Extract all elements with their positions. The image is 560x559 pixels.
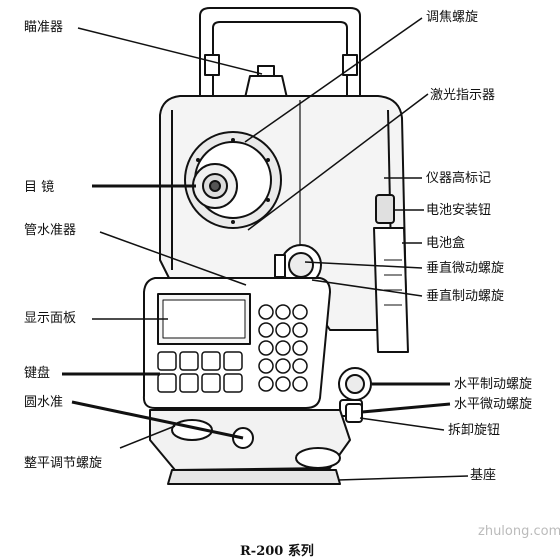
label-base: 基座 xyxy=(470,468,497,483)
base-plate xyxy=(167,469,341,485)
label-focus-screw: 调焦螺旋 xyxy=(426,10,479,25)
watermark: zhulong.com xyxy=(478,524,560,539)
battery-release-button xyxy=(375,194,395,224)
label-battery-button: 电池安装钮 xyxy=(426,203,492,218)
label-sight: 瞄准器 xyxy=(24,20,64,35)
label-horizontal-tangent: 水平微动螺旋 xyxy=(454,397,533,412)
label-leveling-screw: 整平调节螺旋 xyxy=(24,456,103,471)
label-eyepiece: 目 镜 xyxy=(24,180,55,195)
label-vertical-tangent: 垂直微动螺旋 xyxy=(426,261,505,276)
label-tubular-level: 管水准器 xyxy=(24,223,77,238)
detach-knob xyxy=(345,403,363,423)
leveling-screw-right xyxy=(295,447,341,469)
sight-collimator xyxy=(244,75,288,99)
label-laser-pointer: 激光指示器 xyxy=(430,88,496,103)
label-keyboard: 键盘 xyxy=(24,366,51,381)
handle xyxy=(199,7,361,98)
label-battery-box: 电池盒 xyxy=(426,236,466,251)
label-detach-knob: 拆卸旋钮 xyxy=(448,423,501,438)
figure-caption: R-200 系列 xyxy=(240,544,314,559)
label-height-mark: 仪器高标记 xyxy=(426,171,492,186)
label-vertical-clamp: 垂直制动螺旋 xyxy=(426,289,505,304)
keypad xyxy=(258,304,308,392)
label-horizontal-clamp: 水平制动螺旋 xyxy=(454,377,533,392)
label-display-panel: 显示面板 xyxy=(24,311,77,326)
label-circular-level: 圆水准 xyxy=(24,395,64,410)
